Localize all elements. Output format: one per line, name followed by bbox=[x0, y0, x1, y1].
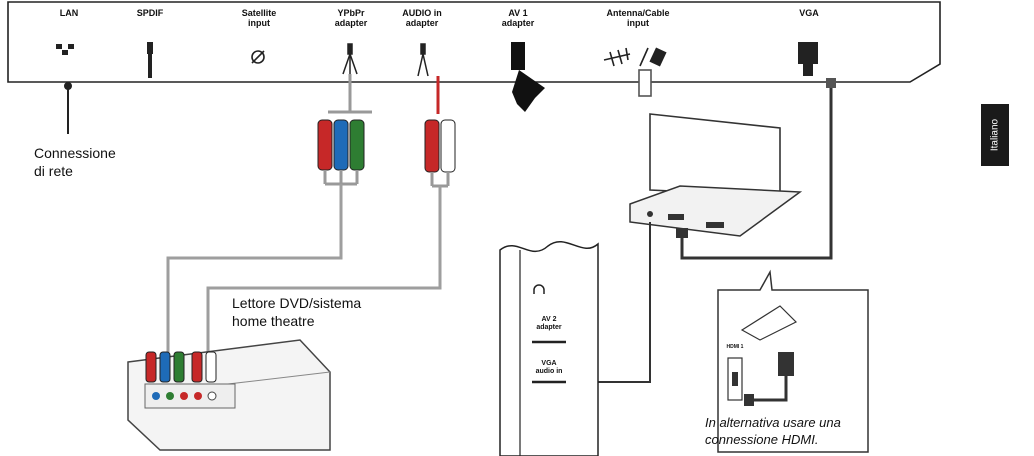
lan-icon bbox=[56, 44, 74, 55]
audio-adapter-icon bbox=[417, 43, 429, 77]
lan-label: LAN bbox=[59, 8, 79, 18]
vga-port-icon bbox=[798, 42, 818, 76]
language-tab: Italiano bbox=[981, 104, 1009, 166]
av1-adapter-icon bbox=[511, 42, 545, 112]
tv-side-panel bbox=[499, 240, 599, 456]
spdif-plug-icon bbox=[147, 42, 153, 78]
audio-jack-cable bbox=[594, 222, 651, 383]
dvd-player bbox=[127, 339, 331, 451]
vga-label: VGA bbox=[799, 8, 819, 18]
laptop bbox=[629, 113, 803, 237]
vga-cable bbox=[676, 78, 836, 260]
audio-cable bbox=[206, 186, 442, 352]
tv-back-panel bbox=[7, 1, 941, 83]
ypbpr-adapter-icon bbox=[342, 43, 358, 76]
audio-plugs bbox=[424, 76, 456, 188]
antenna-icon bbox=[603, 47, 667, 97]
component-cable bbox=[166, 184, 343, 352]
hdmi-port-label: HDMI 1 bbox=[726, 344, 744, 350]
ypbpr-plugs bbox=[317, 74, 372, 186]
headphone-icon bbox=[533, 284, 545, 294]
lan-cable bbox=[64, 82, 72, 134]
hdmi-callout bbox=[717, 269, 869, 453]
spdif-label: SPDIF bbox=[136, 8, 164, 18]
satellite-icon bbox=[251, 50, 265, 64]
